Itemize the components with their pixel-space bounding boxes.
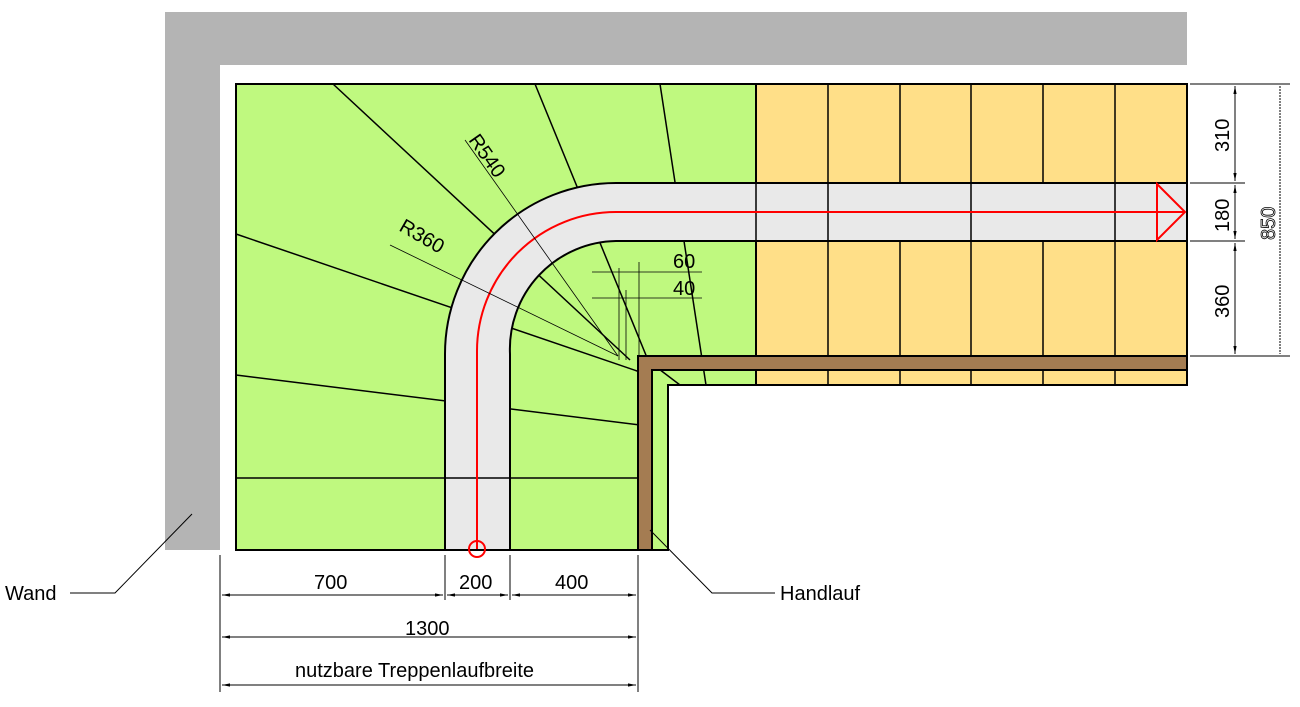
dim-400: 400 — [555, 572, 588, 594]
dim-180: 180 — [1212, 199, 1234, 232]
offset-60: 60 — [673, 251, 695, 273]
handrail — [637, 355, 1188, 551]
wall-label: Wand — [5, 583, 57, 605]
usable-width-label: nutzbare Treppenlaufbreite — [295, 660, 534, 682]
dim-360: 360 — [1212, 285, 1234, 318]
handrail-label: Handlauf — [780, 583, 861, 605]
walkline-band — [444, 182, 1188, 551]
walkline — [476, 211, 1185, 549]
dim-200: 200 — [459, 572, 492, 594]
dim-1300: 1300 — [405, 618, 450, 640]
dim-700: 700 — [314, 572, 347, 594]
dim-310: 310 — [1212, 119, 1234, 152]
dim-850: 850 — [1258, 207, 1280, 240]
walkline-arrow-icon — [1156, 181, 1187, 243]
walkline-start-icon — [468, 540, 486, 558]
offset-40: 40 — [673, 278, 695, 300]
